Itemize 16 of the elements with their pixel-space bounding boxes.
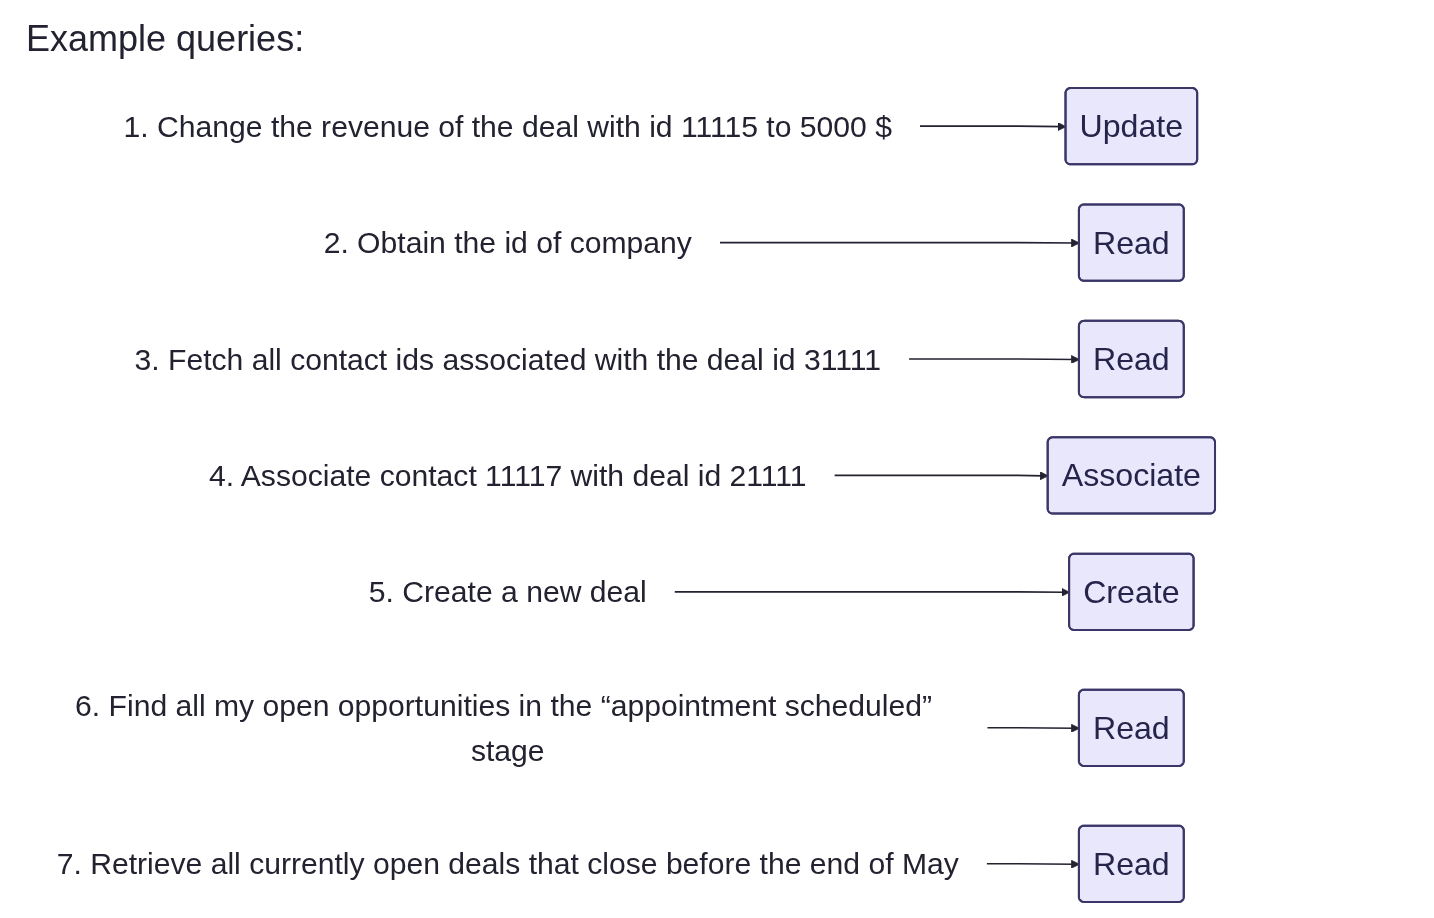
query-text: 1. Change the revenue of the deal with id 11115 to 5000 $: [123, 109, 892, 143]
operation-box: Associate: [1046, 436, 1216, 515]
query-text: 7. Retrieve all currently open deals that close before the end of May: [56, 847, 959, 881]
operation-box: Read: [1077, 203, 1185, 282]
query-text: 5. Create a new deal: [368, 575, 647, 609]
operation-box: Read: [1077, 688, 1185, 767]
arrow: [673, 587, 1070, 597]
query-text: 2. Obtain the id of company: [323, 226, 692, 260]
query-text: 4. Associate contact 11117 with deal id 21111: [209, 458, 807, 492]
operation-box: Read: [1077, 824, 1185, 903]
title: Example queries:: [26, 18, 305, 60]
query-text: 3. Fetch all contact ids associated with the deal id 31111: [134, 342, 881, 376]
operation-box: Create: [1068, 552, 1195, 631]
operation-box: Update: [1064, 87, 1199, 166]
operation-box: Read: [1077, 319, 1185, 399]
query-text: 6. Find all my open opportunities in the “appointment scheduled” stage: [75, 688, 932, 767]
